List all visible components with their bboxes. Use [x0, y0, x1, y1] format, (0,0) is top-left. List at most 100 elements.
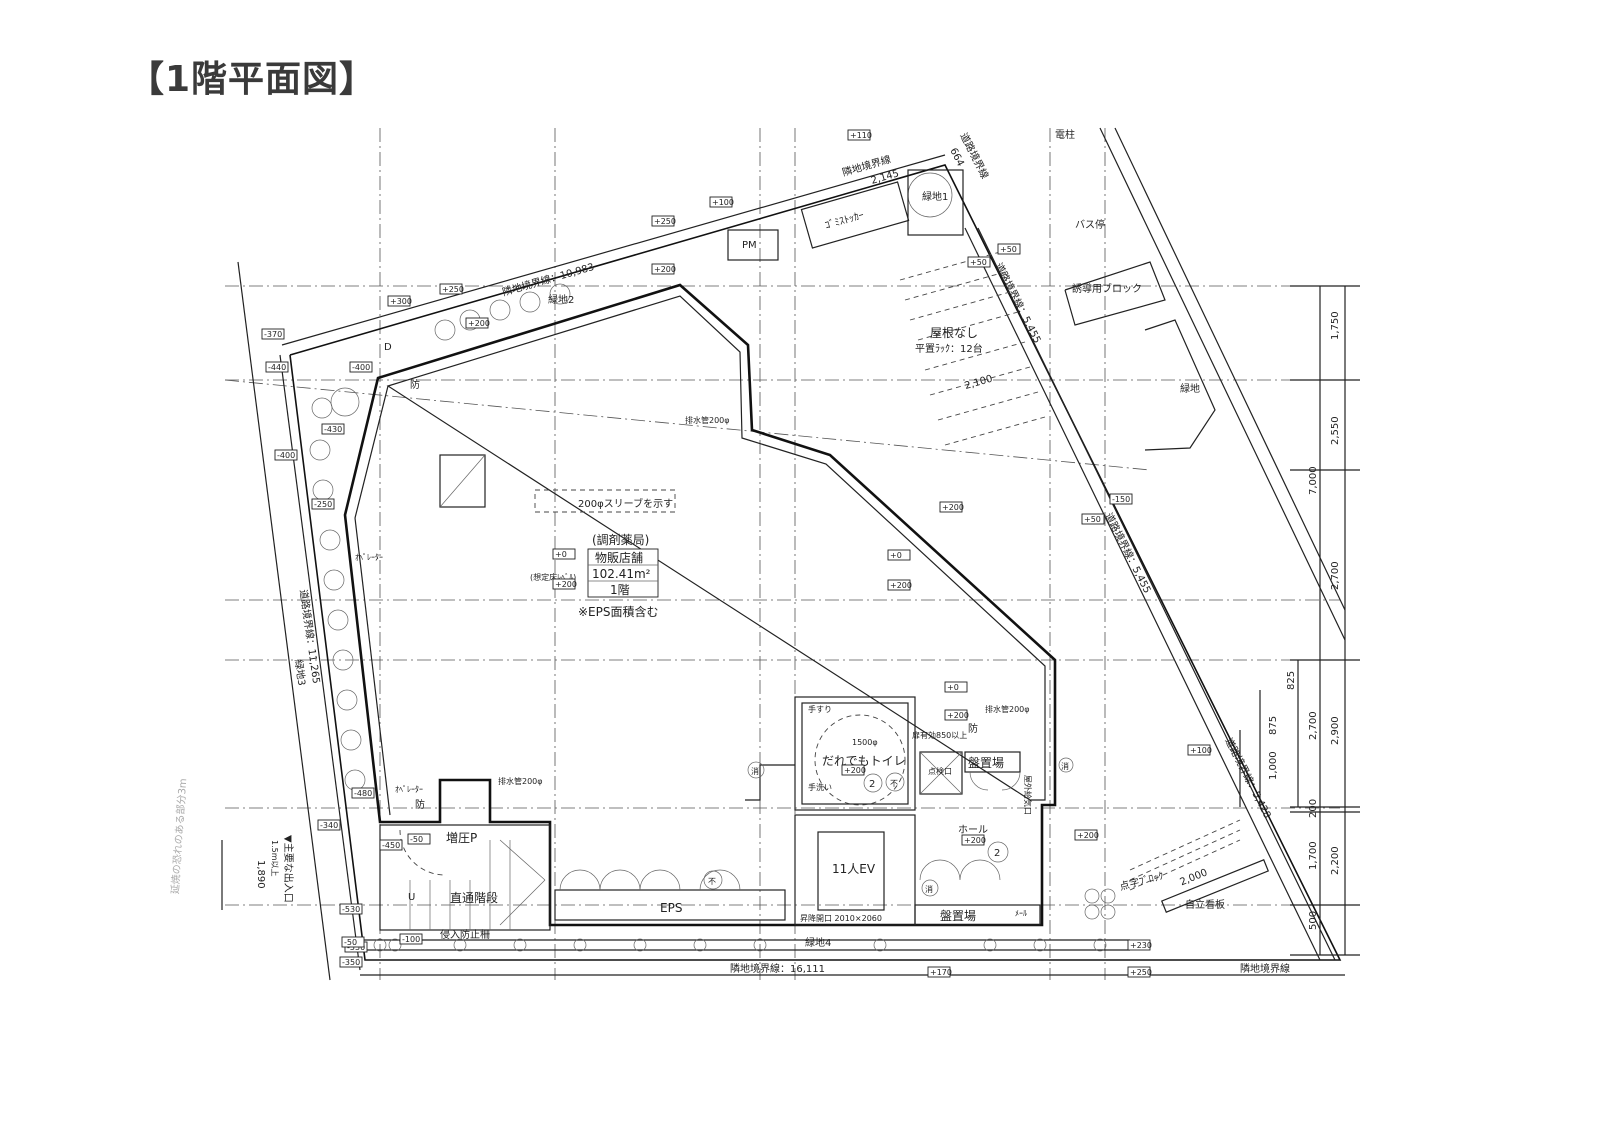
green-area-label: 緑地3	[292, 659, 309, 687]
level-marker-box	[961, 834, 985, 846]
boundary-label: 道路境界線：5,428	[1222, 735, 1274, 820]
level-marker-box	[465, 317, 489, 329]
level-marker-box	[387, 295, 411, 307]
bicycle-parking	[727, 169, 1270, 913]
level-marker: +250	[442, 285, 464, 294]
level-marker-box	[439, 283, 463, 295]
garbage-stocker-label: ｺﾞﾐｽﾄｯｶｰ	[823, 209, 865, 232]
level-marker-box	[1081, 513, 1105, 525]
dimension-label: 2,550	[1330, 416, 1341, 445]
room-floor: 1階	[610, 582, 630, 597]
dimension-label: 2,700	[1308, 711, 1319, 740]
level-marker-box	[939, 501, 963, 513]
handrail-label: 手すり	[808, 704, 832, 714]
boundary-dimension: 664	[947, 146, 965, 168]
level-marker: +0	[555, 550, 567, 559]
level-marker-box	[399, 933, 423, 945]
level-marker: -440	[268, 363, 286, 372]
level-marker: +200	[555, 580, 577, 589]
hall-label: ホール	[958, 824, 988, 836]
level-marker: +0	[890, 551, 902, 560]
board-room-label: 盤置場	[968, 756, 1004, 770]
level-marker-box	[274, 449, 298, 461]
handwash-label: 手洗い	[808, 782, 832, 792]
number-marker: 2	[994, 848, 1000, 859]
elevator-opening-label: 昇降開口 2010×2060	[800, 913, 882, 923]
green-area-label: 緑地	[1180, 382, 1200, 395]
level-marker: +200	[942, 503, 964, 512]
guide-block-label: 誘導用ブロック	[1072, 282, 1142, 295]
level-marker: -400	[352, 363, 370, 372]
dimension-label: 1,700	[1308, 841, 1319, 870]
room-use: 物販店舗	[595, 551, 643, 565]
level-marker-box	[1127, 939, 1151, 951]
level-marker-box	[997, 243, 1021, 255]
inspection-label: 点検口	[928, 766, 952, 776]
level-marker: -430	[324, 425, 342, 434]
braille-block-label: 点字ﾌﾞﾛｯｸ	[1118, 869, 1165, 893]
drain-label: 排水管200φ	[985, 704, 1030, 714]
level-marker: +250	[654, 217, 676, 226]
level-marker: -350	[342, 958, 360, 967]
level-marker: -400	[277, 451, 295, 460]
level-marker: +170	[930, 968, 952, 977]
utility-pole-label: 電柱	[1055, 128, 1075, 141]
rack-dimension: 2,100	[963, 374, 994, 392]
no-entry-symbol: 不	[890, 779, 898, 788]
level-marker: -150	[1112, 495, 1130, 504]
pm-label: PM	[742, 240, 757, 251]
level-marker: +230	[1130, 941, 1152, 950]
fire-extinguisher-icon: 消	[1061, 761, 1069, 771]
level-marker: -50	[344, 938, 357, 947]
level-marker: +200	[964, 836, 986, 845]
dimension-label: 2,900	[1330, 716, 1341, 745]
level-marker-box	[349, 361, 373, 373]
level-marker: -370	[264, 330, 282, 339]
page-title: 【1階平面図】	[128, 59, 377, 100]
door-mark: U	[408, 892, 415, 903]
no-entry-symbol: 不	[708, 877, 716, 886]
boundary-label: 道路境界線：5,455	[992, 260, 1044, 345]
level-markers: +110+100+250+200+300+250+200-370-440-400…	[261, 129, 1212, 978]
braille-block-dimension: 2,000	[1178, 867, 1209, 888]
boundary-dimension: 2,145	[870, 168, 901, 186]
level-marker: +50	[1000, 245, 1017, 254]
toilet-label: だれでもトイレ	[822, 754, 906, 768]
stairs-label: 直通階段	[450, 890, 498, 905]
dimension-label: 825	[1286, 671, 1297, 690]
boundary-label: 隣地境界線：10,983	[501, 260, 596, 299]
door-width-label: 扉有効850以上	[912, 730, 967, 740]
level-marker-box	[261, 328, 285, 340]
drain-label: 排水管200φ	[685, 415, 730, 425]
assumed-level-label: (想定床ﾚﾍﾞﾙ)	[530, 572, 576, 582]
level-marker-box	[1187, 744, 1211, 756]
level-marker-box	[1127, 966, 1151, 978]
dimension-label: 1,000	[1268, 751, 1279, 780]
operator-label: ｵﾍﾟﾚｰﾀｰ	[395, 785, 423, 794]
level-marker: -530	[342, 905, 360, 914]
level-marker-box	[887, 579, 911, 591]
level-marker-box	[887, 549, 911, 561]
drain-label: 排水管200φ	[498, 776, 543, 786]
level-marker: +200	[1077, 831, 1099, 840]
green-area-label: 緑地1	[922, 190, 948, 203]
grid-lines	[224, 128, 1340, 980]
air-intake-label: 屋外給気口	[1023, 775, 1033, 815]
level-marker-box	[351, 787, 375, 799]
door-mark: D	[384, 342, 392, 353]
boundary-label: 隣地境界線	[1240, 962, 1290, 975]
eps-note: ※EPS面積含む	[578, 604, 659, 619]
dimension-label: 1,750	[1330, 311, 1341, 340]
level-marker: -50	[410, 835, 423, 844]
level-marker: -100	[402, 935, 420, 944]
dimension-label: 200	[1308, 799, 1319, 818]
level-marker-box	[321, 423, 345, 435]
level-marker-box	[341, 936, 365, 948]
dimension-label: 2,200	[1330, 846, 1341, 875]
level-marker-box	[709, 196, 733, 208]
rack-label: 平置ﾗｯｸ：12台	[915, 342, 983, 355]
bus-stop-label: バス停	[1075, 218, 1105, 231]
sleeve-note: 200φスリーブを示す	[578, 497, 673, 510]
turning-circle-label: 1500φ	[852, 738, 878, 747]
